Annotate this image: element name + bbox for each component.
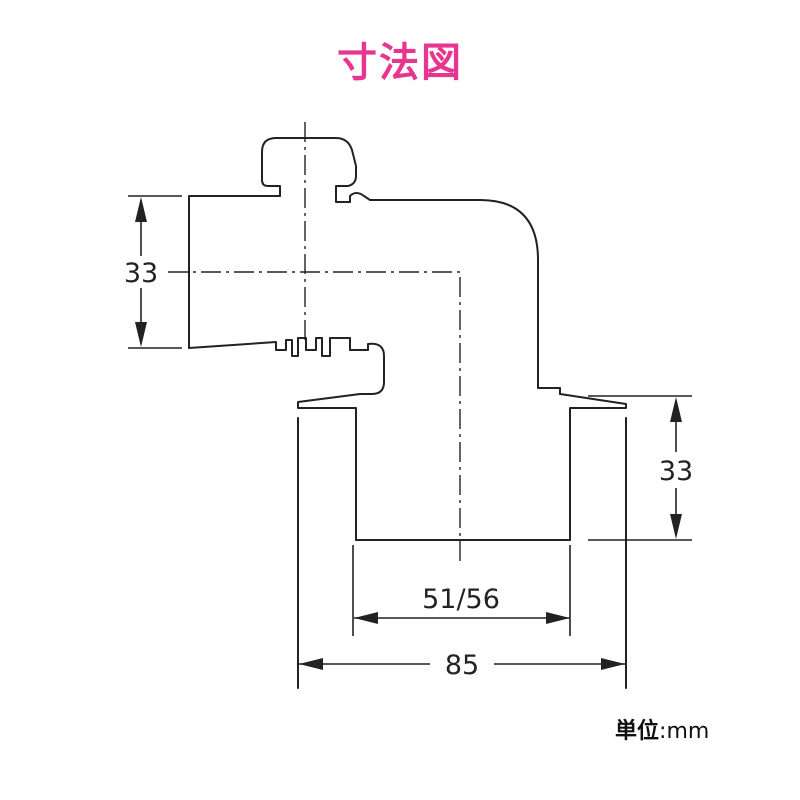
outer-dim-arrow-left <box>299 658 323 670</box>
inlet-pipe-outline <box>188 195 385 395</box>
inner-diameter-label: 51/56 <box>422 584 500 615</box>
inlet-dim-arrow-top <box>135 197 147 222</box>
trap-knob-outline <box>261 137 357 197</box>
outlet-height-label: 33 <box>659 456 693 487</box>
unit-value: mm <box>666 719 710 744</box>
unit-separator: : <box>659 719 667 744</box>
right-flange-outline <box>559 393 627 415</box>
outer-diameter-label: 85 <box>445 650 479 681</box>
inner-dim-arrow-left <box>354 612 378 624</box>
outlet-dim-arrow-top <box>670 397 682 422</box>
inlet-center-line <box>168 271 461 566</box>
page-title: 寸法図 <box>337 40 463 86</box>
inlet-height-label: 33 <box>124 258 158 289</box>
elbow-pipe-outline <box>335 192 561 395</box>
left-flange-outline <box>297 393 361 415</box>
unit-label: 単位 <box>615 719 660 744</box>
outlet-dim-arrow-bottom <box>670 514 682 539</box>
outer-dim-arrow-right <box>601 658 625 670</box>
unit-note: 単位:mm <box>615 713 709 745</box>
inner-dim-arrow-right <box>546 612 570 624</box>
inlet-dim-arrow-bottom <box>135 322 147 347</box>
